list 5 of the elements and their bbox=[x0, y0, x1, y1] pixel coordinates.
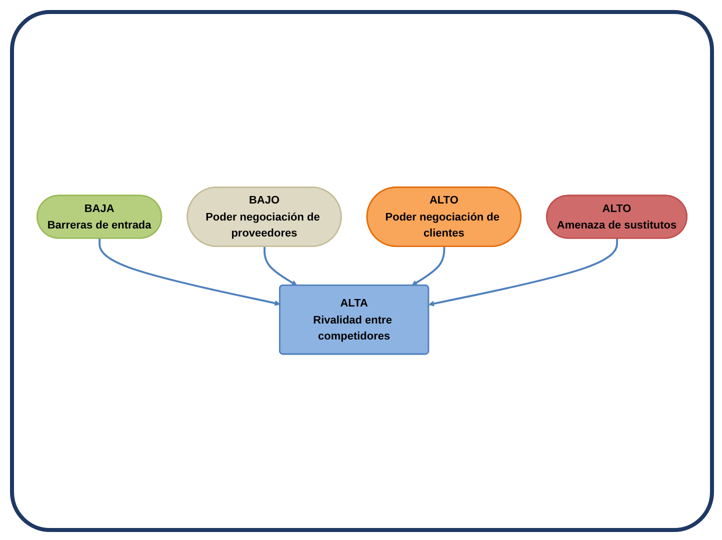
arrow bbox=[412, 247, 446, 286]
arrow bbox=[98, 238, 280, 306]
frame-border: BAJA Barreras de entrada BAJO Poder negociación de proveedores ALTA Rivalidad entre competidores ALTO Poder negociación de clientes ALTO Amenaza de sustitutos bbox=[10, 10, 714, 532]
arrow bbox=[264, 247, 298, 286]
arrow bbox=[428, 238, 618, 307]
